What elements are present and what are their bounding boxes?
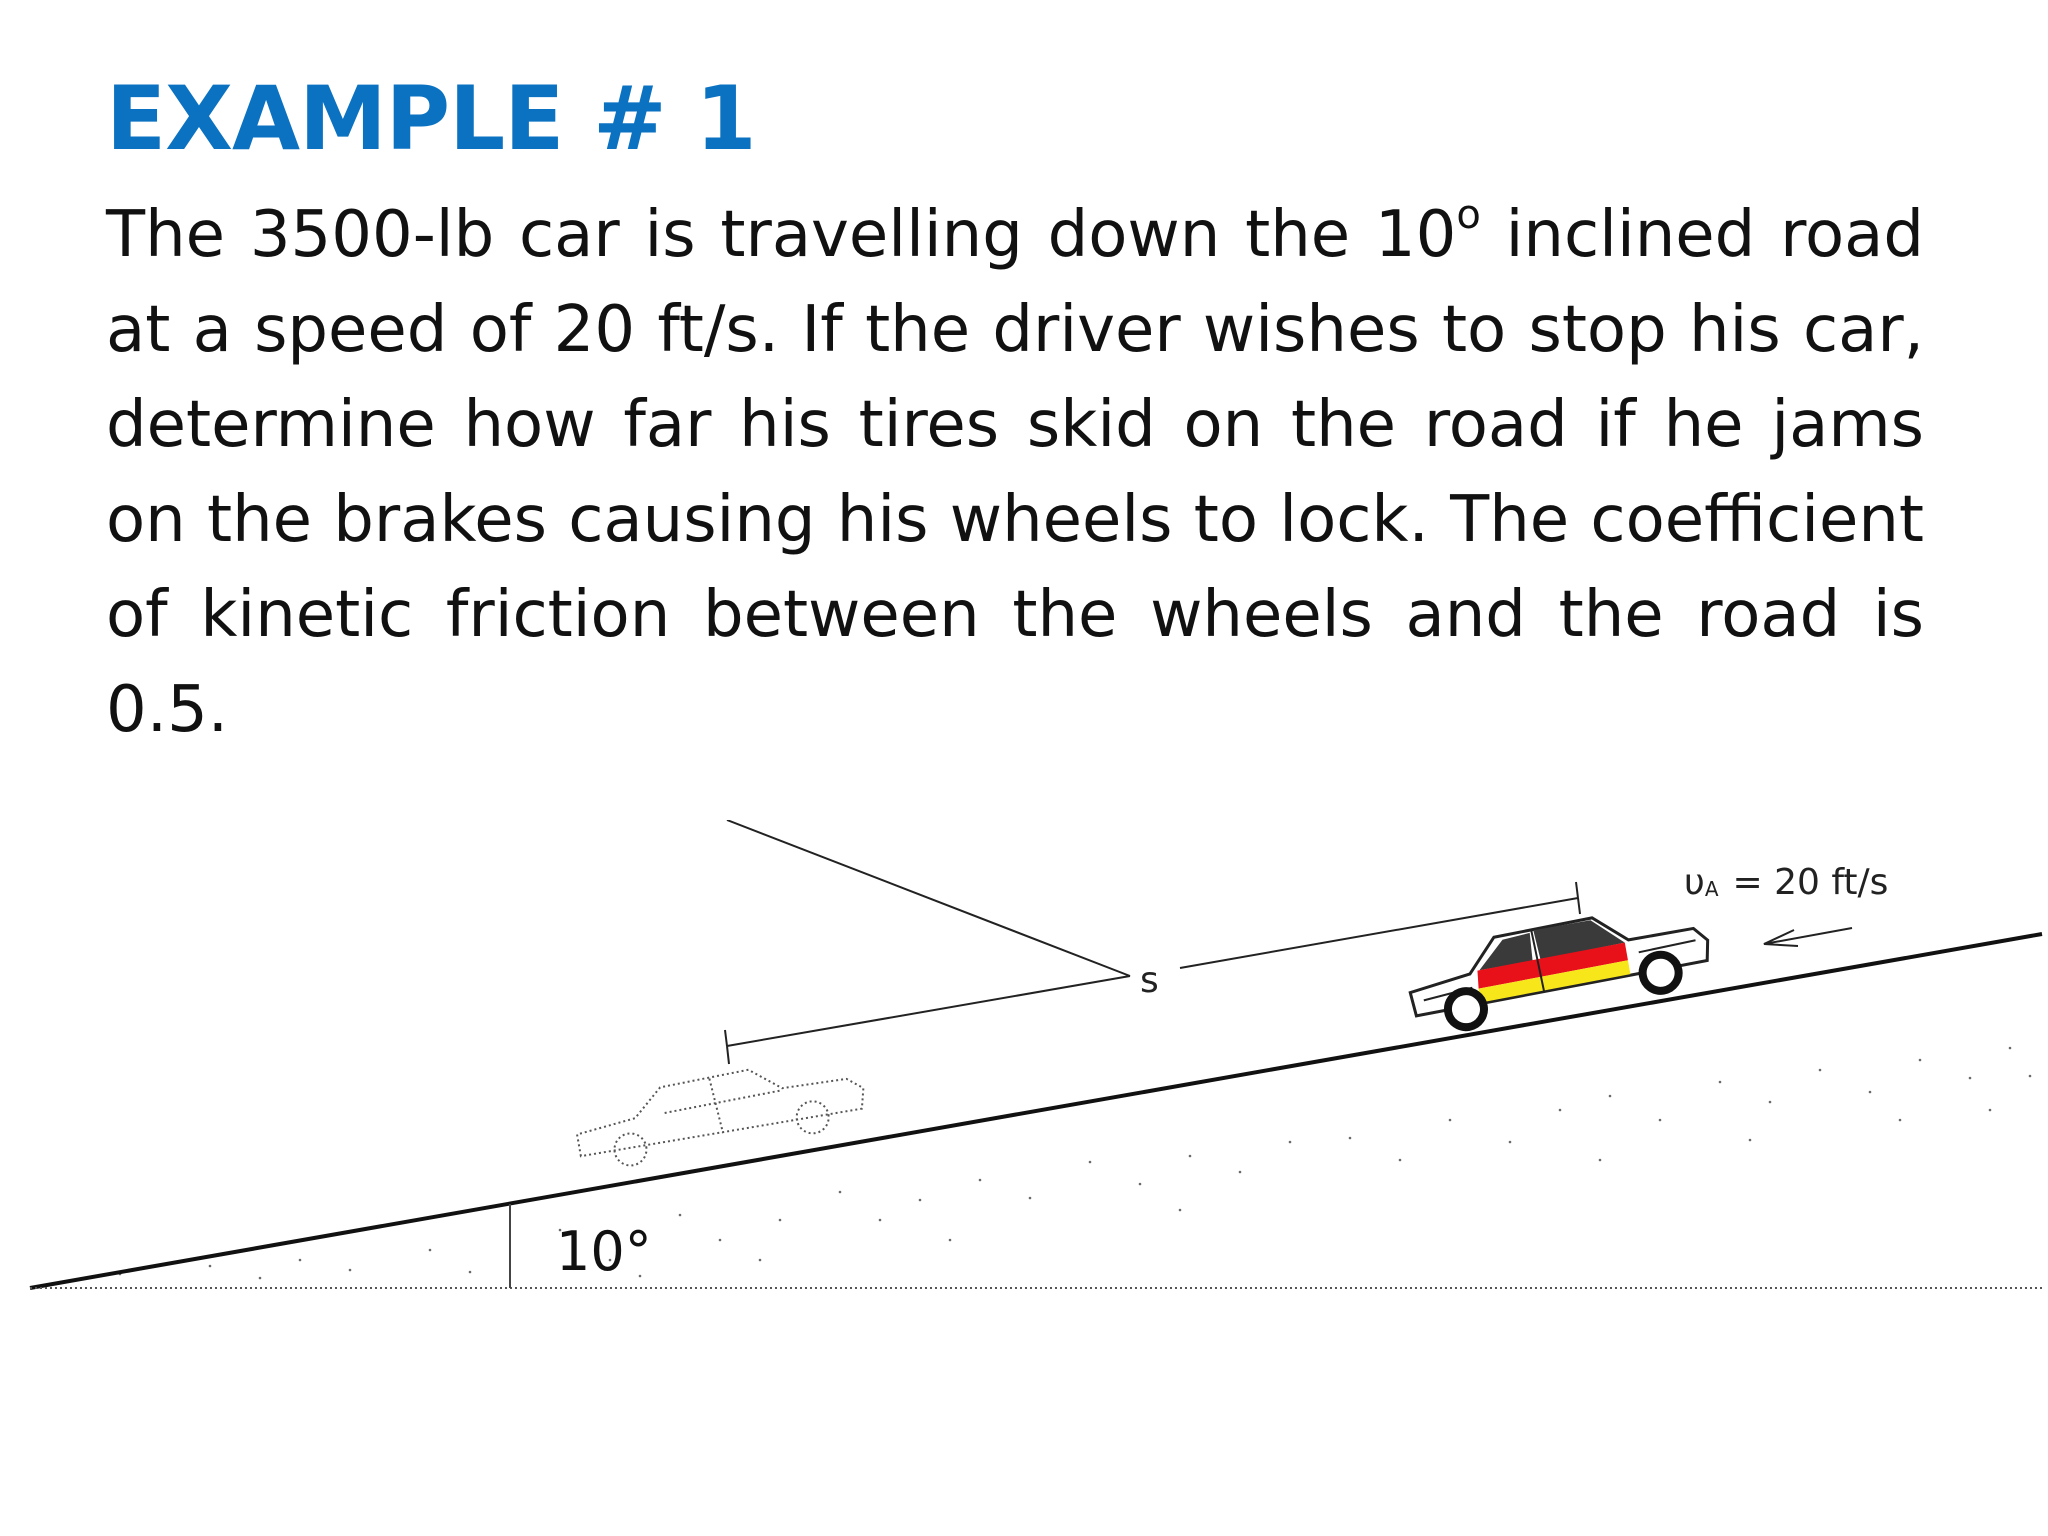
problem-text-part2: inclined road at a speed of 20 ft/s. If … (106, 198, 1925, 747)
distance-label: s (1140, 960, 1159, 1001)
velocity-arrow-icon (1763, 927, 1853, 947)
velocity-value: = 20 ft/s (1733, 862, 1889, 903)
velocity-label: υA = 20 ft/s (1684, 862, 1888, 903)
velocity-symbol: υ (1684, 862, 1705, 903)
ground-texture (118, 1046, 2032, 1280)
car-moving-icon (1408, 916, 1710, 1032)
slide-title: EXAMPLE # 1 (106, 67, 757, 170)
car-stopped-outline-icon (575, 1068, 865, 1167)
incline-diagram: 10° s υA = 20 ft/s (29, 820, 2043, 1290)
incline-surface (29, 932, 2043, 1290)
problem-text-part1: The 3500-lb car is travelling down the 1… (106, 198, 1457, 272)
distance-dimension (724, 820, 1581, 1065)
problem-statement: The 3500-lb car is travelling down the 1… (106, 188, 1924, 758)
angle-label: 10° (556, 1220, 652, 1283)
degree-superscript: o (1456, 192, 1481, 238)
velocity-subscript: A (1705, 877, 1719, 901)
